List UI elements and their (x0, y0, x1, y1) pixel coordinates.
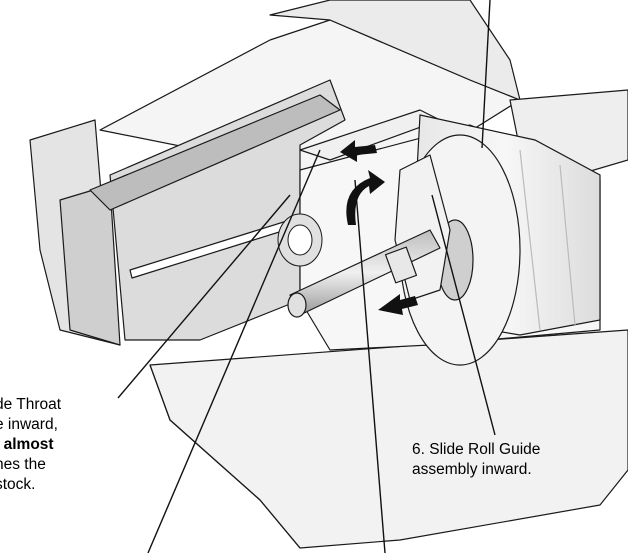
leader-center (354, 179, 386, 553)
callout-5-bold-almost: almost (3, 436, 54, 453)
callout-slide-roll-guide: 6. Slide Roll Guide assembly inward. (412, 440, 540, 480)
roll-edge-lines (519, 149, 576, 331)
arrow-feed (340, 140, 377, 162)
base-plate (149, 329, 628, 549)
callout-slide-throat: de Throat e inward, t almost nes the sto… (0, 395, 61, 495)
guide-clip (384, 246, 418, 284)
motion-arrows (340, 140, 418, 315)
callout-5-line-1: de Throat (0, 396, 62, 413)
leader-lines (117, 0, 496, 553)
callout-5-line-5: stock. (0, 476, 36, 493)
roll-guide-assembly (287, 154, 451, 318)
top-right-wall (269, 0, 521, 101)
mechanism-top (89, 94, 341, 211)
callout-6-line-1: 6. Slide Roll Guide (412, 441, 541, 458)
callout-6-line-2: assembly inward. (412, 461, 532, 478)
callout-5-line-2: e inward, (0, 416, 58, 433)
leader-throat-2 (147, 149, 321, 553)
leader-guide (431, 194, 496, 436)
fan-grille (277, 213, 323, 267)
base-plate-front-edge (149, 364, 301, 549)
shaft-end-cap (287, 292, 307, 318)
arrow-curve (346, 170, 385, 225)
callout-5-line-4: nes the (0, 456, 46, 473)
callout-5-line-3: t almost (0, 435, 61, 455)
leader-throat-1 (117, 194, 291, 399)
arrow-guide-in (378, 294, 418, 315)
leader-top (481, 0, 491, 149)
